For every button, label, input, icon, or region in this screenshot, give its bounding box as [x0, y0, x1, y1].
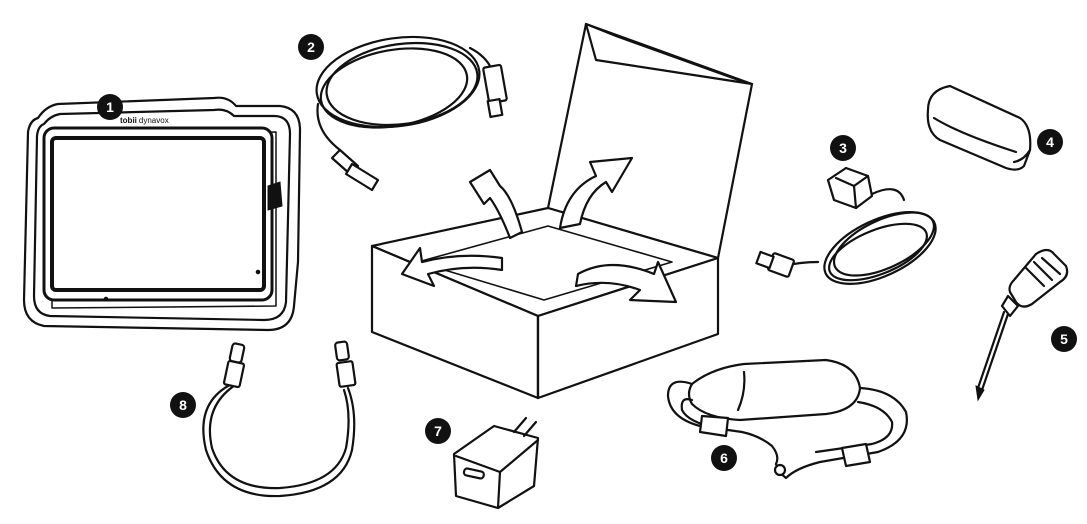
usb-cable-coiled-icon — [315, 35, 508, 192]
tablet-brand-bold: tobii — [120, 116, 137, 125]
badge-3: 3 — [830, 135, 856, 161]
case-box-icon — [926, 84, 1032, 171]
badge-4-number: 4 — [1046, 134, 1054, 150]
power-supply-uk-plug-icon — [755, 166, 937, 285]
badge-8: 8 — [170, 392, 196, 418]
tablet-brand-light: dynavox — [139, 116, 169, 125]
usb-c-wall-charger-icon — [452, 416, 540, 510]
usb-c-cable-short-icon — [202, 340, 357, 498]
badge-5: 5 — [1051, 326, 1077, 352]
badge-3-number: 3 — [839, 140, 847, 156]
badge-1: 1 — [97, 94, 123, 120]
screwdriver-icon — [975, 248, 1069, 402]
badge-4: 4 — [1037, 129, 1063, 155]
badge-6: 6 — [711, 445, 737, 471]
badge-2: 2 — [298, 34, 324, 60]
badge-1-number: 1 — [106, 99, 114, 115]
open-box-icon — [370, 22, 754, 400]
badge-5-number: 5 — [1060, 331, 1068, 347]
badge-7-number: 7 — [434, 423, 442, 439]
carry-strap-icon — [666, 358, 908, 480]
badge-8-number: 8 — [179, 397, 187, 413]
badge-2-number: 2 — [307, 39, 315, 55]
badge-6-number: 6 — [720, 450, 728, 466]
badge-7: 7 — [425, 418, 451, 444]
